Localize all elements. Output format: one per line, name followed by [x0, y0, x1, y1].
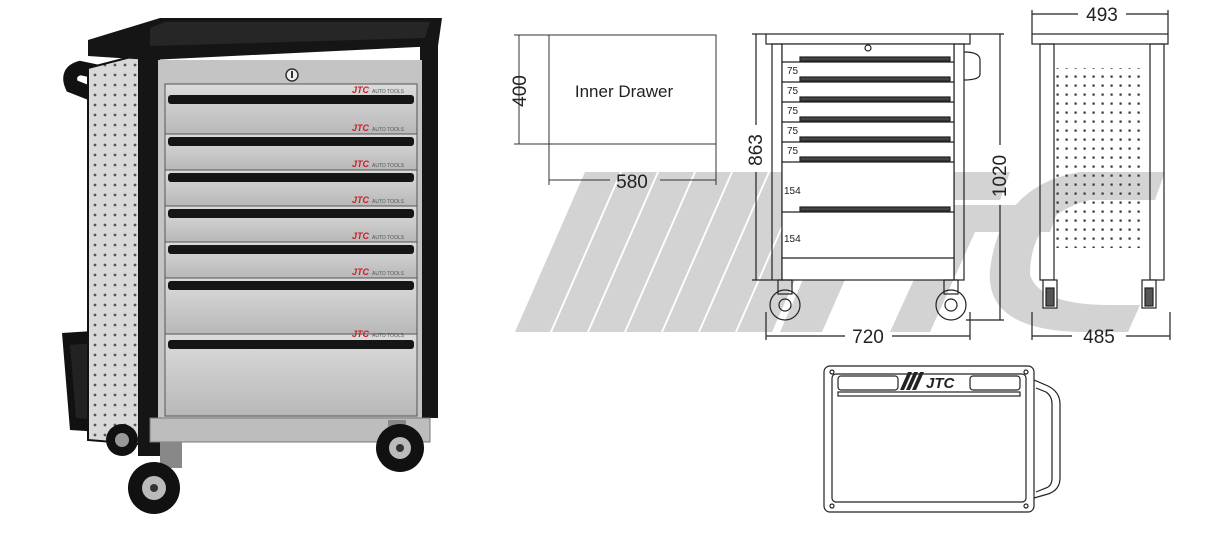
front-left-post — [138, 48, 160, 456]
inner-drawer-width-dim: 580 — [616, 172, 648, 193]
side-view-drawing — [1031, 10, 1171, 340]
drawer-height-dim: 75 — [787, 126, 799, 137]
caster-wheel-icon — [106, 424, 138, 456]
drawer-subtext: AUTO TOOLS — [372, 235, 405, 241]
drawer-height-dim: 154 — [784, 186, 801, 197]
side-base-width-dim: 485 — [1083, 327, 1115, 348]
caster-wheel-icon — [376, 420, 424, 472]
overall-height-dim: 1020 — [990, 155, 1011, 197]
inner-drawer-outline — [548, 34, 717, 145]
drawer-subtext: AUTO TOOLS — [372, 89, 405, 95]
inner-drawer-diagram — [514, 34, 717, 185]
front-height-dim: 863 — [746, 134, 767, 166]
drawer-subtext: AUTO TOOLS — [372, 127, 405, 133]
top-view-drawing — [823, 365, 1061, 513]
drawer-brand-label: JTC — [352, 123, 370, 133]
drawer-handle-icon — [168, 95, 414, 104]
top-view-logo-text: JTC — [926, 375, 956, 392]
lock-icon — [864, 44, 872, 52]
drawer-height-dim: 75 — [787, 66, 799, 77]
drawer-height-dim: 154 — [784, 234, 801, 245]
drawer-height-dim: 75 — [787, 86, 799, 97]
top-view-logo: JTC — [900, 372, 956, 392]
drawer-subtext: AUTO TOOLS — [372, 163, 405, 169]
inner-drawer-depth-dim: 400 — [510, 75, 531, 107]
drawer-subtext: AUTO TOOLS — [372, 199, 405, 205]
caster-wheel-icon — [128, 442, 182, 514]
drawer: JTC AUTO TOOLS — [164, 329, 418, 417]
drawer-brand-label: JTC — [352, 231, 370, 241]
drawer-handle-icon — [168, 137, 414, 146]
drawer-handle-icon — [168, 245, 414, 254]
front-drawer-lines — [782, 56, 954, 259]
caster-wheel-icon — [935, 279, 967, 321]
drawer: JTC AUTO TOOLS — [164, 195, 418, 243]
drawer-height-labels: 75 75 75 75 75 154 154 — [784, 66, 801, 245]
inner-drawer-label: Inner Drawer — [575, 82, 674, 101]
drawer: JTC AUTO TOOLS — [164, 123, 418, 171]
caster-wheel-icon — [769, 279, 801, 321]
drawer-handle-icon — [168, 281, 414, 290]
drawer-height-dim: 75 — [787, 146, 799, 157]
drawer-subtext: AUTO TOOLS — [372, 271, 405, 277]
drawer-brand-label: JTC — [352, 159, 370, 169]
drawer: JTC AUTO TOOLS — [164, 159, 418, 207]
drawer-height-dim: 75 — [787, 106, 799, 117]
drawer-brand-label: JTC — [352, 195, 370, 205]
drawer: JTC AUTO TOOLS — [164, 83, 418, 135]
drawer-handle-icon — [168, 209, 414, 218]
front-right-post — [420, 40, 438, 418]
drawer-handle-icon — [168, 340, 414, 349]
caster-wheel-icon — [1042, 279, 1058, 309]
front-width-dim: 720 — [852, 327, 884, 348]
drawer-stack: JTC AUTO TOOLS JTC AUTO TOOLS JTC AUTO T… — [164, 83, 418, 417]
caster-wheel-icon — [1141, 279, 1157, 309]
drawer-brand-label: JTC — [352, 267, 370, 277]
drawer-subtext: AUTO TOOLS — [372, 333, 405, 339]
drawer-handle-icon — [168, 173, 414, 182]
side-handle — [63, 60, 135, 115]
side-top-width-dim: 493 — [1086, 5, 1118, 26]
drawer: JTC AUTO TOOLS — [164, 267, 418, 335]
side-perforated-panel — [1056, 68, 1146, 248]
tool-trolley-photo: JTC AUTO TOOLS JTC AUTO TOOLS JTC AUTO T… — [62, 18, 442, 514]
drawer-brand-label: JTC — [352, 329, 370, 339]
front-view-drawing — [752, 33, 1004, 340]
drawer: JTC AUTO TOOLS — [164, 231, 418, 279]
drawer-brand-label: JTC — [352, 85, 370, 95]
